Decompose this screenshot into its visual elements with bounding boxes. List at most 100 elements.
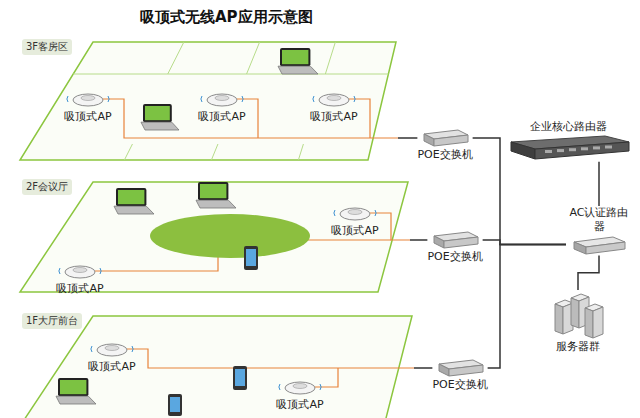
laptop-screen bbox=[282, 50, 308, 64]
floor-heading: 3F客房区 bbox=[22, 39, 72, 55]
poe-icon bbox=[435, 358, 485, 378]
diagram-title: 吸顶式无线AP应用示意图 bbox=[140, 8, 313, 27]
wifi-wave bbox=[354, 96, 355, 102]
poe-icon bbox=[430, 230, 480, 250]
network-cable bbox=[315, 368, 338, 387]
floor-band: 3F客房区吸顶式AP 吸顶式AP 吸顶式AP bbox=[18, 34, 398, 162]
icon-part bbox=[312, 94, 356, 104]
ceiling-ap: 吸顶式AP bbox=[276, 374, 323, 412]
room-wall bbox=[298, 144, 303, 160]
meeting-table bbox=[150, 214, 310, 258]
icon-part bbox=[581, 147, 588, 150]
laptop-screen bbox=[145, 106, 170, 120]
device-label: 吸顶式AP bbox=[88, 360, 135, 374]
ceiling-ap: 吸顶式AP bbox=[310, 86, 357, 124]
icon-part bbox=[278, 382, 322, 392]
icon-part bbox=[73, 94, 103, 106]
icon-part bbox=[66, 94, 110, 104]
wifi-wave bbox=[313, 96, 314, 102]
icon-part bbox=[200, 94, 244, 104]
poe-switch: POE交换机 bbox=[427, 230, 482, 264]
core-icon bbox=[505, 134, 631, 162]
laptop-screen bbox=[118, 190, 144, 204]
floor-outline bbox=[20, 316, 412, 418]
ap-icon bbox=[200, 86, 244, 110]
floor-band: 1F大厅前台吸顶式AP 吸顶式AP bbox=[18, 308, 414, 418]
device-label: POE交换机 bbox=[432, 378, 487, 392]
ap-icon bbox=[66, 86, 110, 110]
ap-icon bbox=[90, 336, 134, 360]
network-cable bbox=[127, 349, 414, 368]
icon-part bbox=[354, 94, 356, 104]
icon-part bbox=[586, 242, 625, 254]
icon-part bbox=[65, 266, 95, 278]
icon-part bbox=[327, 96, 341, 101]
icon-part bbox=[569, 148, 576, 151]
device-label: AC认证路由器 bbox=[566, 206, 632, 234]
network-link bbox=[410, 239, 427, 241]
wifi-wave bbox=[67, 96, 68, 102]
icon-part bbox=[207, 94, 237, 106]
device-label: 企业核心路由器 bbox=[530, 120, 607, 134]
icon-part bbox=[593, 307, 603, 338]
icon-part bbox=[73, 268, 87, 273]
network-link bbox=[398, 137, 417, 139]
srv-icon bbox=[551, 290, 605, 340]
floor-heading: 1F大厅前台 bbox=[22, 313, 82, 329]
icon-part bbox=[100, 266, 102, 276]
icon-part bbox=[333, 208, 377, 218]
icon-part bbox=[424, 134, 434, 146]
wifi-wave bbox=[242, 96, 243, 102]
icon-part bbox=[434, 236, 444, 248]
icon-part bbox=[571, 298, 579, 328]
ceiling-ap: 吸顶式AP bbox=[64, 86, 111, 124]
phone-screen bbox=[246, 249, 256, 266]
network-link bbox=[578, 256, 599, 291]
floor-band: 2F会议厅吸顶式AP吸顶式AP bbox=[18, 174, 410, 294]
icon-part bbox=[605, 145, 612, 148]
device-label: 吸顶式AP bbox=[64, 110, 111, 124]
icon-part bbox=[545, 150, 552, 153]
laptop-base bbox=[114, 206, 154, 214]
room-wall bbox=[73, 74, 388, 75]
device-label: POE交换机 bbox=[417, 148, 472, 162]
icon-part bbox=[439, 364, 449, 376]
wifi-wave bbox=[100, 268, 101, 274]
icon-part bbox=[574, 242, 586, 254]
ap-icon bbox=[58, 258, 102, 282]
laptop bbox=[58, 378, 88, 396]
ceiling-ap: 吸顶式AP bbox=[331, 200, 378, 238]
wifi-wave bbox=[279, 384, 280, 390]
network-link bbox=[488, 245, 566, 369]
icon-part bbox=[320, 382, 322, 392]
icon-part bbox=[81, 96, 95, 101]
icon-part bbox=[511, 142, 535, 159]
network-link bbox=[414, 367, 432, 369]
phone bbox=[168, 394, 182, 416]
floor-outline bbox=[20, 182, 408, 292]
icon-part bbox=[242, 94, 244, 104]
icon-part bbox=[108, 94, 110, 104]
laptop-screen bbox=[200, 184, 226, 198]
device-label: 吸顶式AP bbox=[198, 110, 245, 124]
icon-part bbox=[348, 210, 362, 215]
icon-part bbox=[555, 304, 563, 334]
icon-part bbox=[132, 344, 134, 354]
network-cable bbox=[103, 99, 398, 138]
icon-part bbox=[585, 308, 593, 338]
laptop-base bbox=[278, 66, 318, 74]
wifi-wave bbox=[320, 384, 321, 390]
poe-switch: POE交换机 bbox=[432, 358, 487, 392]
icon-part bbox=[557, 149, 564, 152]
icon-part bbox=[593, 146, 600, 149]
wifi-wave bbox=[91, 346, 92, 352]
room-wall bbox=[168, 42, 184, 74]
icon-part bbox=[319, 94, 349, 106]
wifi-wave bbox=[375, 210, 376, 216]
ap-icon bbox=[278, 374, 322, 398]
floor-heading: 2F会议厅 bbox=[22, 179, 72, 195]
wifi-wave bbox=[132, 346, 133, 352]
icon-part bbox=[434, 135, 468, 146]
wifi-wave bbox=[108, 96, 109, 102]
